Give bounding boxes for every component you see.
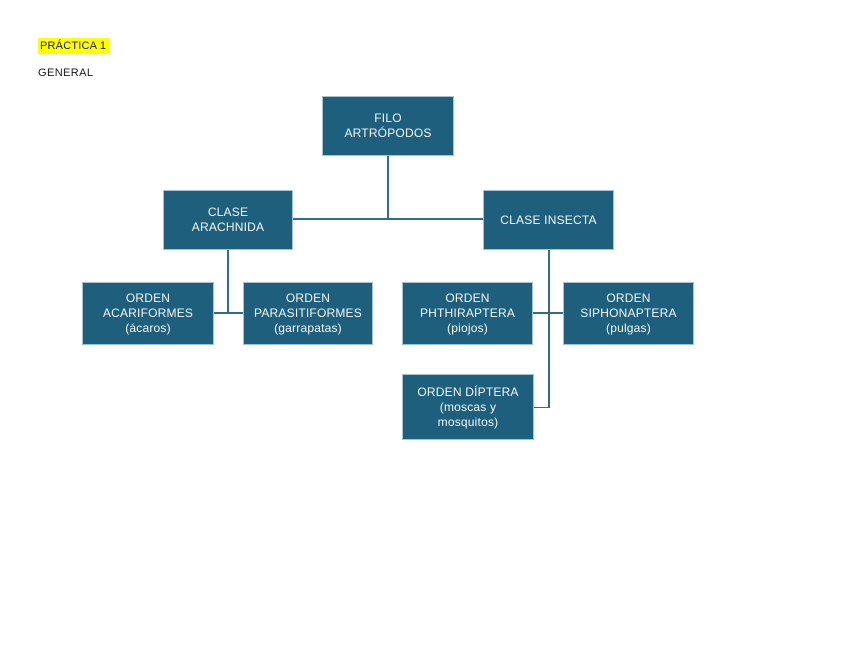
- connector-diptera-elbow: [534, 406, 549, 408]
- page-subtitle: GENERAL: [38, 67, 94, 79]
- connector-insecta-drop: [548, 250, 550, 408]
- page-title: PRÁCTICA 1: [38, 38, 110, 54]
- connector-classes-bridge: [293, 218, 483, 220]
- node-clase-arachnida: CLASE ARACHNIDA: [163, 190, 293, 250]
- node-orden-siphonaptera: ORDEN SIPHONAPTERA (pulgas): [563, 282, 694, 345]
- node-orden-parasitiformes: ORDEN PARASITIFORMES (garrapatas): [243, 282, 373, 345]
- node-orden-acariformes: ORDEN ACARIFORMES (ácaros): [82, 282, 214, 345]
- connector-arachnida-orders-bridge: [214, 312, 243, 314]
- node-orden-diptera: ORDEN DÍPTERA (moscas y mosquitos): [402, 374, 534, 440]
- node-orden-phthiraptera: ORDEN PHTHIRAPTERA (piojos): [402, 282, 533, 345]
- node-clase-insecta: CLASE INSECTA: [483, 190, 614, 250]
- connector-insecta-orders-bridge: [533, 312, 563, 314]
- connector-filo-drop: [387, 156, 389, 219]
- node-filo-artropodos: FILO ARTRÓPODOS: [322, 96, 454, 156]
- connector-arachnida-drop: [227, 250, 229, 314]
